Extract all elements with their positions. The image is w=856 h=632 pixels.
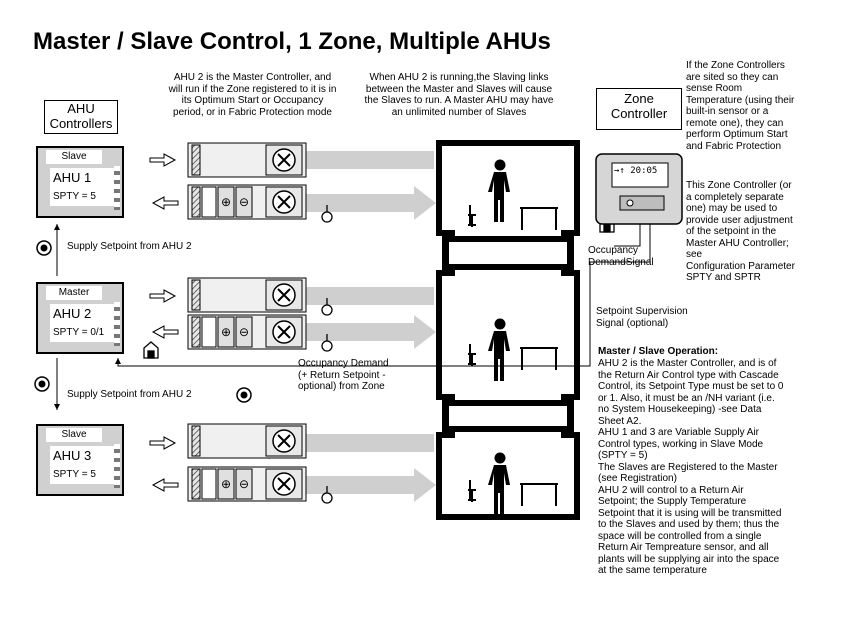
fan-blades	[277, 434, 291, 448]
cooling-coil	[235, 186, 253, 218]
controller-display: AHU 3 SPTY = 5	[50, 446, 116, 484]
cooling-coil-symbol: ⊖	[239, 195, 249, 209]
heating-coil-symbol: ⊕	[221, 477, 231, 491]
diagram-title: Master / Slave Control, 1 Zone, Multiple…	[33, 28, 551, 55]
supply-setpoint-label-1: Supply Setpoint from AHU 2	[67, 241, 192, 252]
heating-coil	[217, 468, 235, 500]
ahu-1-controller: Slave AHU 1 SPTY = 5	[36, 146, 124, 218]
floor-3-occupant	[468, 452, 558, 515]
zone-sited-note: If the Zone Controllers are sited so the…	[686, 60, 795, 152]
temp-sensors	[321, 205, 333, 504]
controller-tabs	[114, 444, 120, 488]
controller-role: Master	[46, 286, 102, 300]
cooling-coil-symbol: ⊖	[239, 477, 249, 491]
cooling-coil	[235, 468, 253, 500]
filter	[191, 468, 201, 500]
controller-role: Slave	[46, 428, 102, 442]
slaving-note: When AHU 2 is running,the Slaving links …	[364, 72, 554, 118]
controller-spty: SPTY = 5	[53, 191, 96, 202]
zone-controller-label: Zone Controller	[596, 88, 682, 130]
controller-name: AHU 1	[53, 170, 92, 185]
occupancy-demand-zone-label: Occupancy Demand (+ Return Setpoint - op…	[298, 358, 389, 392]
heating-coil	[217, 316, 235, 348]
controller-tabs	[114, 166, 120, 210]
filter	[191, 186, 201, 218]
zone-controller-device	[595, 153, 683, 225]
fan-blades	[277, 477, 291, 491]
wall-sensor-icons	[34, 240, 252, 403]
operation-body: AHU 2 is the Master Controller, and is o…	[598, 358, 784, 576]
small-flow-arrows	[149, 153, 179, 492]
controller-name: AHU 2	[53, 306, 92, 321]
controller-display: AHU 2 SPTY = 0/1	[50, 304, 116, 342]
ahu-units: ⊕ ⊖ ⊕ ⊖ ⊕ ⊖	[187, 142, 307, 502]
setpoint-supervision-label: Setpoint Supervision Signal (optional)	[596, 306, 688, 329]
ahu-controllers-label: AHU Controllers	[44, 100, 118, 134]
operation-heading: Master / Slave Operation:	[598, 346, 719, 357]
fan-blades	[277, 195, 291, 209]
damper	[191, 279, 201, 311]
controller-spty: SPTY = 0/1	[53, 327, 105, 338]
controller-name: AHU 3	[53, 448, 92, 463]
coil-section	[201, 468, 217, 500]
controller-spty: SPTY = 5	[53, 469, 96, 480]
floor-1-occupant	[468, 159, 558, 230]
ahu-2-controller: Master AHU 2 SPTY = 0/1	[36, 282, 124, 354]
supply-setpoint-label-2: Supply Setpoint from AHU 2	[67, 389, 192, 400]
filter	[191, 316, 201, 348]
zone-controller-display: →↑ 20:05	[614, 166, 658, 176]
fan-blades	[277, 288, 291, 302]
controller-tabs	[114, 302, 120, 346]
heating-coil	[217, 186, 235, 218]
cooling-coil	[235, 316, 253, 348]
zone-adjust-note: This Zone Controller (or a completely se…	[686, 180, 795, 283]
controller-role: Slave	[46, 150, 102, 164]
heating-coil-symbol: ⊕	[221, 325, 231, 339]
building-outline	[436, 140, 580, 520]
floor-2-occupant	[468, 318, 558, 381]
fan-blades	[277, 153, 291, 167]
coil-section	[201, 186, 217, 218]
cooling-coil-symbol: ⊖	[239, 325, 249, 339]
damper	[191, 425, 201, 457]
heating-coil-symbol: ⊕	[221, 195, 231, 209]
fan-blades	[277, 325, 291, 339]
controller-display: AHU 1 SPTY = 5	[50, 168, 116, 206]
coil-section	[201, 316, 217, 348]
occupancy-demand-signal-label: Occupancy DemandSignal	[588, 245, 654, 268]
damper	[191, 144, 201, 176]
master-note: AHU 2 is the Master Controller, and will…	[168, 72, 337, 118]
ahu-3-controller: Slave AHU 3 SPTY = 5	[36, 424, 124, 496]
